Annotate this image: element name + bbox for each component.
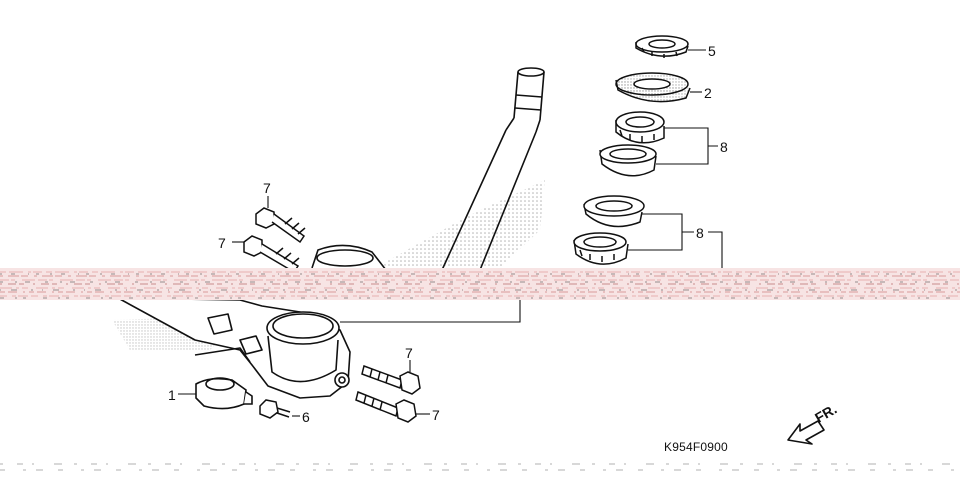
steering-stem: [441, 67, 545, 271]
callout-part-7-right-upper: 7: [405, 345, 413, 361]
callout-part-8-upper: 8: [720, 139, 728, 155]
callout-part-6: 6: [302, 409, 310, 425]
cable-guide: [195, 377, 253, 410]
callout-part-5: 5: [708, 43, 716, 59]
callout-part-2: 2: [704, 85, 712, 101]
bolts-upper-7: [243, 207, 306, 274]
callout-part-8-lower: 8: [696, 225, 704, 241]
bolts-lower-7: [355, 365, 421, 423]
callout-part-7-top: 7: [263, 180, 271, 196]
bottom-bridge: [117, 297, 351, 399]
stem-collar: [311, 244, 387, 271]
diagram-code: K954F0900: [664, 440, 728, 454]
callout-part-1: 1: [168, 387, 176, 403]
callout-part-7-left: 7: [218, 235, 226, 251]
scan-noise-band: [0, 268, 960, 300]
leader-lines: [178, 49, 723, 417]
scan-noise-bottom: [0, 463, 960, 471]
bolt-part-6: [259, 399, 291, 419]
callout-part-7-right-lower: 7: [432, 407, 440, 423]
bearing-stack: [573, 35, 691, 265]
front-direction-arrow: [787, 420, 825, 445]
